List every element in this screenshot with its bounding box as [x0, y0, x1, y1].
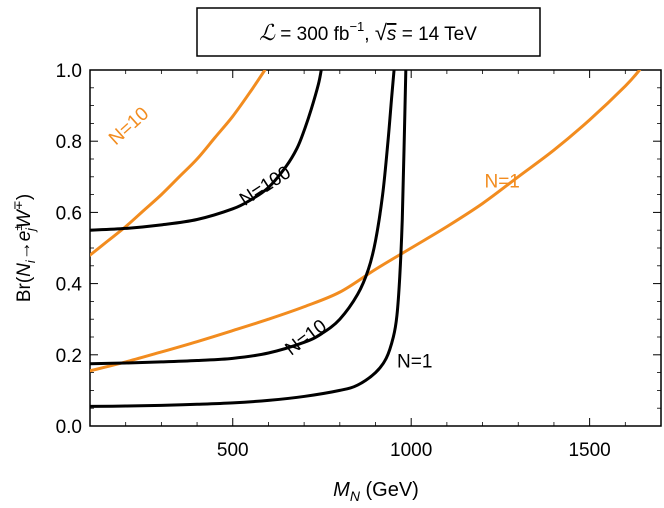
xlabel-unit: (GeV)	[360, 479, 419, 501]
ylabel-W: W	[14, 208, 35, 228]
title-comma: ,	[364, 24, 375, 45]
series-line-black-n10	[90, 70, 396, 366]
curve-label: N=1	[484, 171, 519, 192]
ylabel-arrow: →	[14, 241, 35, 260]
ylabel-pm: ±	[11, 224, 25, 231]
chart-title: ℒ = 300 fb−1, √s = 14 TeV	[259, 19, 477, 46]
curve-label: N=1	[397, 351, 432, 372]
title-s: s	[387, 24, 397, 45]
title-lumi-exponent: −1	[349, 19, 364, 34]
y-tick-label: 0.0	[56, 417, 82, 438]
axis-tick-labels: 500 1000 1500 0.0 0.2 0.4 0.6 0.8 1.0	[56, 61, 611, 461]
y-axis-label: Br(Ni→e±jW∓)	[11, 194, 38, 302]
ylabel-j: j	[23, 227, 38, 233]
y-tick-label: 0.6	[56, 203, 82, 224]
title-frame	[196, 7, 541, 57]
title-energy: = 14 TeV	[396, 24, 477, 45]
y-tick-label: 1.0	[56, 61, 82, 82]
title-sqrt-symbol: √	[375, 20, 388, 45]
ylabel-mp: ∓	[11, 200, 25, 210]
xlabel-M: M	[333, 479, 350, 501]
ylabel-e: e	[14, 231, 35, 242]
ylabel-close: )	[14, 194, 35, 200]
curve-label: N=100	[236, 162, 295, 210]
ylabel-N: N	[14, 263, 35, 277]
x-tick-label: 500	[217, 440, 249, 461]
ylabel-br: Br(	[14, 276, 35, 302]
y-tick-label: 0.2	[56, 346, 82, 367]
y-tick-label: 0.8	[56, 132, 82, 153]
series-line-black-n100	[90, 70, 323, 232]
axis-ticks	[89, 69, 662, 427]
title-lumi-symbol: ℒ	[259, 21, 276, 46]
xlabel-sub: N	[350, 488, 361, 504]
ylabel-i: i	[23, 259, 38, 263]
series-line-orange-n10	[90, 70, 267, 257]
curve-label: N=10	[281, 316, 330, 360]
title-lumi-value: = 300 fb	[275, 24, 349, 45]
x-tick-label: 1000	[390, 440, 432, 461]
title-box: ℒ = 300 fb−1, √s = 14 TeV	[196, 7, 541, 57]
series-layer	[90, 70, 642, 408]
y-tick-label: 0.4	[56, 275, 83, 296]
x-axis-label: MN (GeV)	[333, 479, 419, 504]
series-line-black-n1	[90, 70, 408, 408]
x-tick-label: 1500	[568, 440, 610, 461]
curve-label: N=10	[105, 103, 153, 149]
series-line-orange-n1	[90, 70, 642, 373]
